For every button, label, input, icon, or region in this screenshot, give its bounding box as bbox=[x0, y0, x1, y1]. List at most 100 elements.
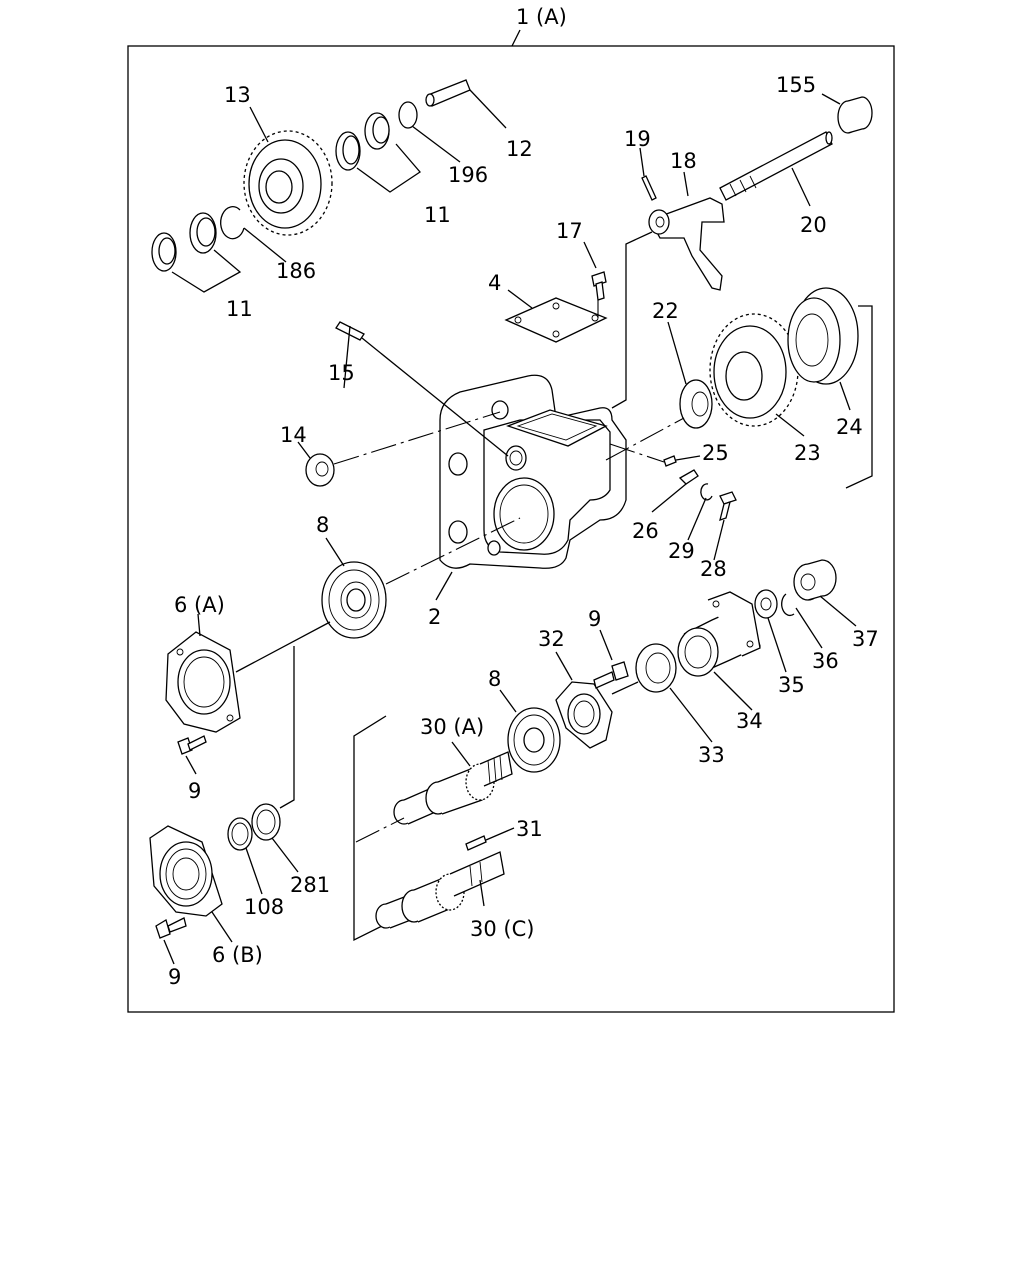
housing-2-part bbox=[439, 374, 627, 569]
label-part-25: 25 bbox=[702, 441, 729, 465]
centerline-14 bbox=[333, 411, 501, 465]
leader-29 bbox=[687, 497, 707, 541]
cover-4-part bbox=[504, 297, 608, 343]
label-part-13: 13 bbox=[224, 83, 251, 107]
leader-14 bbox=[297, 441, 311, 459]
ball-29-part bbox=[700, 483, 713, 501]
label-part-9-b: 9 bbox=[588, 607, 601, 631]
label-part-2: 2 bbox=[428, 605, 441, 629]
label-part-8-upper: 8 bbox=[316, 513, 329, 537]
label-part-35: 35 bbox=[778, 673, 805, 697]
leader-13 bbox=[249, 106, 269, 143]
leader-36 bbox=[795, 607, 823, 649]
label-part-281: 281 bbox=[290, 873, 330, 897]
label-part-196: 196 bbox=[448, 163, 488, 187]
leader-9-b bbox=[599, 629, 613, 661]
bracket-30 bbox=[353, 715, 387, 942]
retainer-32-part bbox=[555, 681, 613, 749]
collar-22-part bbox=[679, 379, 713, 429]
label-part-28: 28 bbox=[700, 557, 727, 581]
leader-28 bbox=[713, 519, 725, 561]
label-assembly: 1 (A) bbox=[516, 5, 567, 29]
bracket-24 bbox=[845, 305, 873, 489]
gear-23-part bbox=[709, 313, 799, 427]
leader-26 bbox=[651, 483, 687, 513]
label-part-33: 33 bbox=[698, 743, 725, 767]
leader-25 bbox=[675, 455, 701, 461]
bolt-25-part bbox=[663, 455, 677, 467]
washer-35-part bbox=[754, 589, 778, 619]
leader-186 bbox=[243, 227, 287, 263]
label-part-20: 20 bbox=[800, 213, 827, 237]
label-part-15: 15 bbox=[328, 361, 355, 385]
centerline-22 bbox=[605, 417, 685, 461]
label-part-12: 12 bbox=[506, 137, 533, 161]
leader-33 bbox=[669, 687, 713, 743]
leader-32 bbox=[555, 651, 573, 681]
leader-20 bbox=[791, 167, 811, 207]
label-part-6a: 6 (A) bbox=[174, 593, 225, 617]
leader-31 bbox=[485, 827, 515, 841]
label-part-36: 36 bbox=[812, 649, 839, 673]
centerline-8-upper bbox=[385, 517, 521, 585]
leader-30a bbox=[451, 741, 471, 767]
plug-28-part bbox=[719, 491, 737, 521]
pin-12-part bbox=[425, 79, 471, 107]
label-part-9-c: 9 bbox=[168, 965, 181, 989]
label-part-19: 19 bbox=[624, 127, 651, 151]
leader-6a bbox=[197, 613, 201, 637]
leader-8-upper bbox=[325, 537, 345, 567]
assembly-leader bbox=[511, 29, 521, 47]
label-part-14: 14 bbox=[280, 423, 307, 447]
flange-6a-part bbox=[165, 631, 241, 733]
label-part-32: 32 bbox=[538, 627, 565, 651]
leader-155 bbox=[821, 93, 841, 105]
leader-11-upper bbox=[356, 143, 421, 193]
leader-12 bbox=[469, 89, 507, 129]
spring-washer-36-part bbox=[781, 593, 795, 617]
leader-23 bbox=[775, 413, 805, 437]
bolt-17-part bbox=[591, 271, 607, 301]
bearing-11-upper-part bbox=[335, 112, 390, 171]
leader-37 bbox=[819, 595, 857, 627]
label-part-18: 18 bbox=[670, 149, 697, 173]
ring-196-part bbox=[398, 101, 418, 129]
snap-ring-186-part bbox=[220, 206, 245, 240]
label-part-11-lower: 11 bbox=[226, 297, 253, 321]
centerline-30a bbox=[355, 817, 405, 843]
centerline-15 bbox=[361, 337, 509, 457]
leader-8-lower bbox=[499, 689, 517, 713]
label-part-31: 31 bbox=[516, 817, 543, 841]
label-part-8-lower: 8 bbox=[488, 667, 501, 691]
gear-13-part bbox=[243, 130, 333, 236]
leader-22 bbox=[667, 321, 687, 385]
leader-9-a bbox=[185, 755, 197, 775]
leader-30c bbox=[479, 879, 485, 907]
label-part-30c: 30 (C) bbox=[470, 917, 534, 941]
seal-33-part bbox=[635, 643, 677, 693]
leader-2 bbox=[435, 571, 453, 601]
bushing-155-part bbox=[837, 96, 873, 134]
diagram-frame bbox=[127, 45, 895, 1013]
leader-18-housing bbox=[611, 231, 653, 409]
leader-24 bbox=[839, 381, 851, 411]
leader-108 bbox=[245, 847, 263, 895]
sleeve-24-part bbox=[787, 287, 859, 385]
label-part-23: 23 bbox=[794, 441, 821, 465]
leader-35 bbox=[767, 617, 787, 673]
bolt-9-c-part bbox=[155, 917, 187, 939]
leader-4 bbox=[507, 289, 533, 309]
leader-196 bbox=[411, 125, 461, 163]
label-part-155: 155 bbox=[776, 73, 816, 97]
leader-34 bbox=[713, 671, 753, 711]
label-part-30a: 30 (A) bbox=[420, 715, 484, 739]
flange-34-part bbox=[677, 591, 761, 677]
leader-11-lower bbox=[171, 249, 242, 293]
spring-26-part bbox=[678, 469, 699, 485]
label-part-6b: 6 (B) bbox=[212, 943, 263, 967]
label-part-17: 17 bbox=[556, 219, 583, 243]
leader-18 bbox=[683, 171, 689, 197]
label-part-37: 37 bbox=[852, 627, 879, 651]
label-part-29: 29 bbox=[668, 539, 695, 563]
